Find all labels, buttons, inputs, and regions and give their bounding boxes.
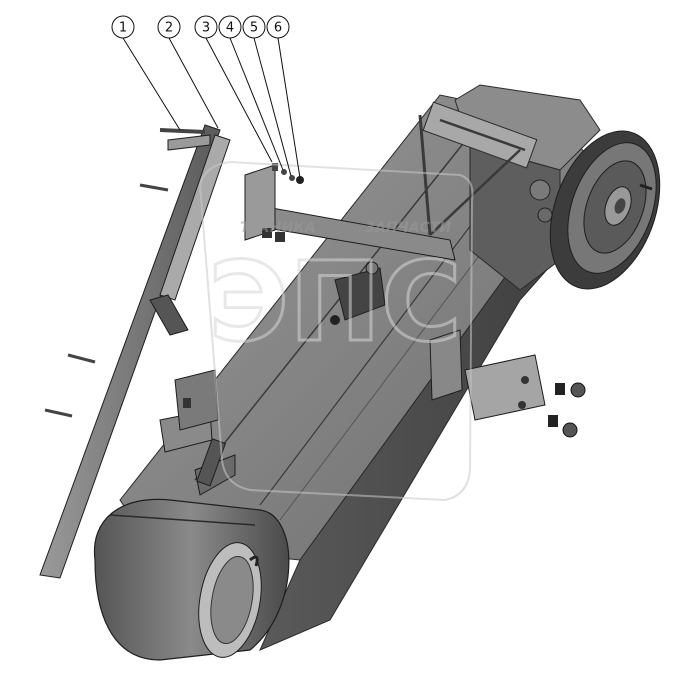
callout-3: 3 bbox=[194, 15, 273, 163]
callout-circle-5 bbox=[242, 15, 266, 39]
callout-label-1: 1 bbox=[119, 21, 127, 36]
callout-leader-4 bbox=[229, 37, 284, 171]
callout-label-6: 6 bbox=[274, 21, 282, 36]
callout-leader-2 bbox=[168, 37, 219, 129]
callout-2: 2 bbox=[157, 15, 219, 129]
callout-label-4: 4 bbox=[226, 21, 234, 36]
callout-circle-1 bbox=[111, 15, 135, 39]
bolt-parts-1 bbox=[44, 128, 206, 418]
lower-drum bbox=[93, 498, 290, 661]
callout-leader-1 bbox=[122, 37, 181, 131]
watermark-line1: ТЕХНИКА bbox=[240, 220, 316, 236]
callout-4: 4 bbox=[218, 15, 284, 171]
callouts: 1 2 3 4 5 6 bbox=[111, 15, 301, 179]
callout-label-2: 2 bbox=[165, 21, 173, 36]
drive-pulley bbox=[549, 130, 661, 290]
watermark-logo-text: ЭПС bbox=[208, 238, 462, 366]
callout-leader-3 bbox=[205, 37, 273, 163]
callout-circle-2 bbox=[157, 15, 181, 39]
callout-6: 6 bbox=[266, 15, 301, 179]
side-bracket-right bbox=[429, 329, 546, 421]
callout-label-5: 5 bbox=[250, 21, 258, 36]
callout-circle-3 bbox=[194, 15, 218, 39]
side-rail-part-2 bbox=[39, 124, 231, 579]
hardware-set-right bbox=[548, 382, 586, 438]
callout-circle-4 bbox=[218, 15, 242, 39]
cross-bracket bbox=[244, 164, 456, 261]
watermark-line2: ЗАПЧАСТИ bbox=[365, 220, 451, 236]
watermark-logo: ЭПС ТЕХНИКА ЗАПЧАСТИ bbox=[198, 160, 474, 502]
middle-clamp bbox=[330, 261, 386, 325]
callout-1: 1 bbox=[111, 15, 181, 131]
callout-5: 5 bbox=[242, 15, 292, 177]
callout-leader-6 bbox=[277, 37, 301, 179]
callout-circle-6 bbox=[266, 15, 290, 39]
side-bracket-left bbox=[159, 369, 219, 453]
callout-leader-5 bbox=[253, 37, 292, 177]
callout-label-3: 3 bbox=[202, 21, 210, 36]
small-hardware-parts-3-6 bbox=[272, 163, 304, 184]
